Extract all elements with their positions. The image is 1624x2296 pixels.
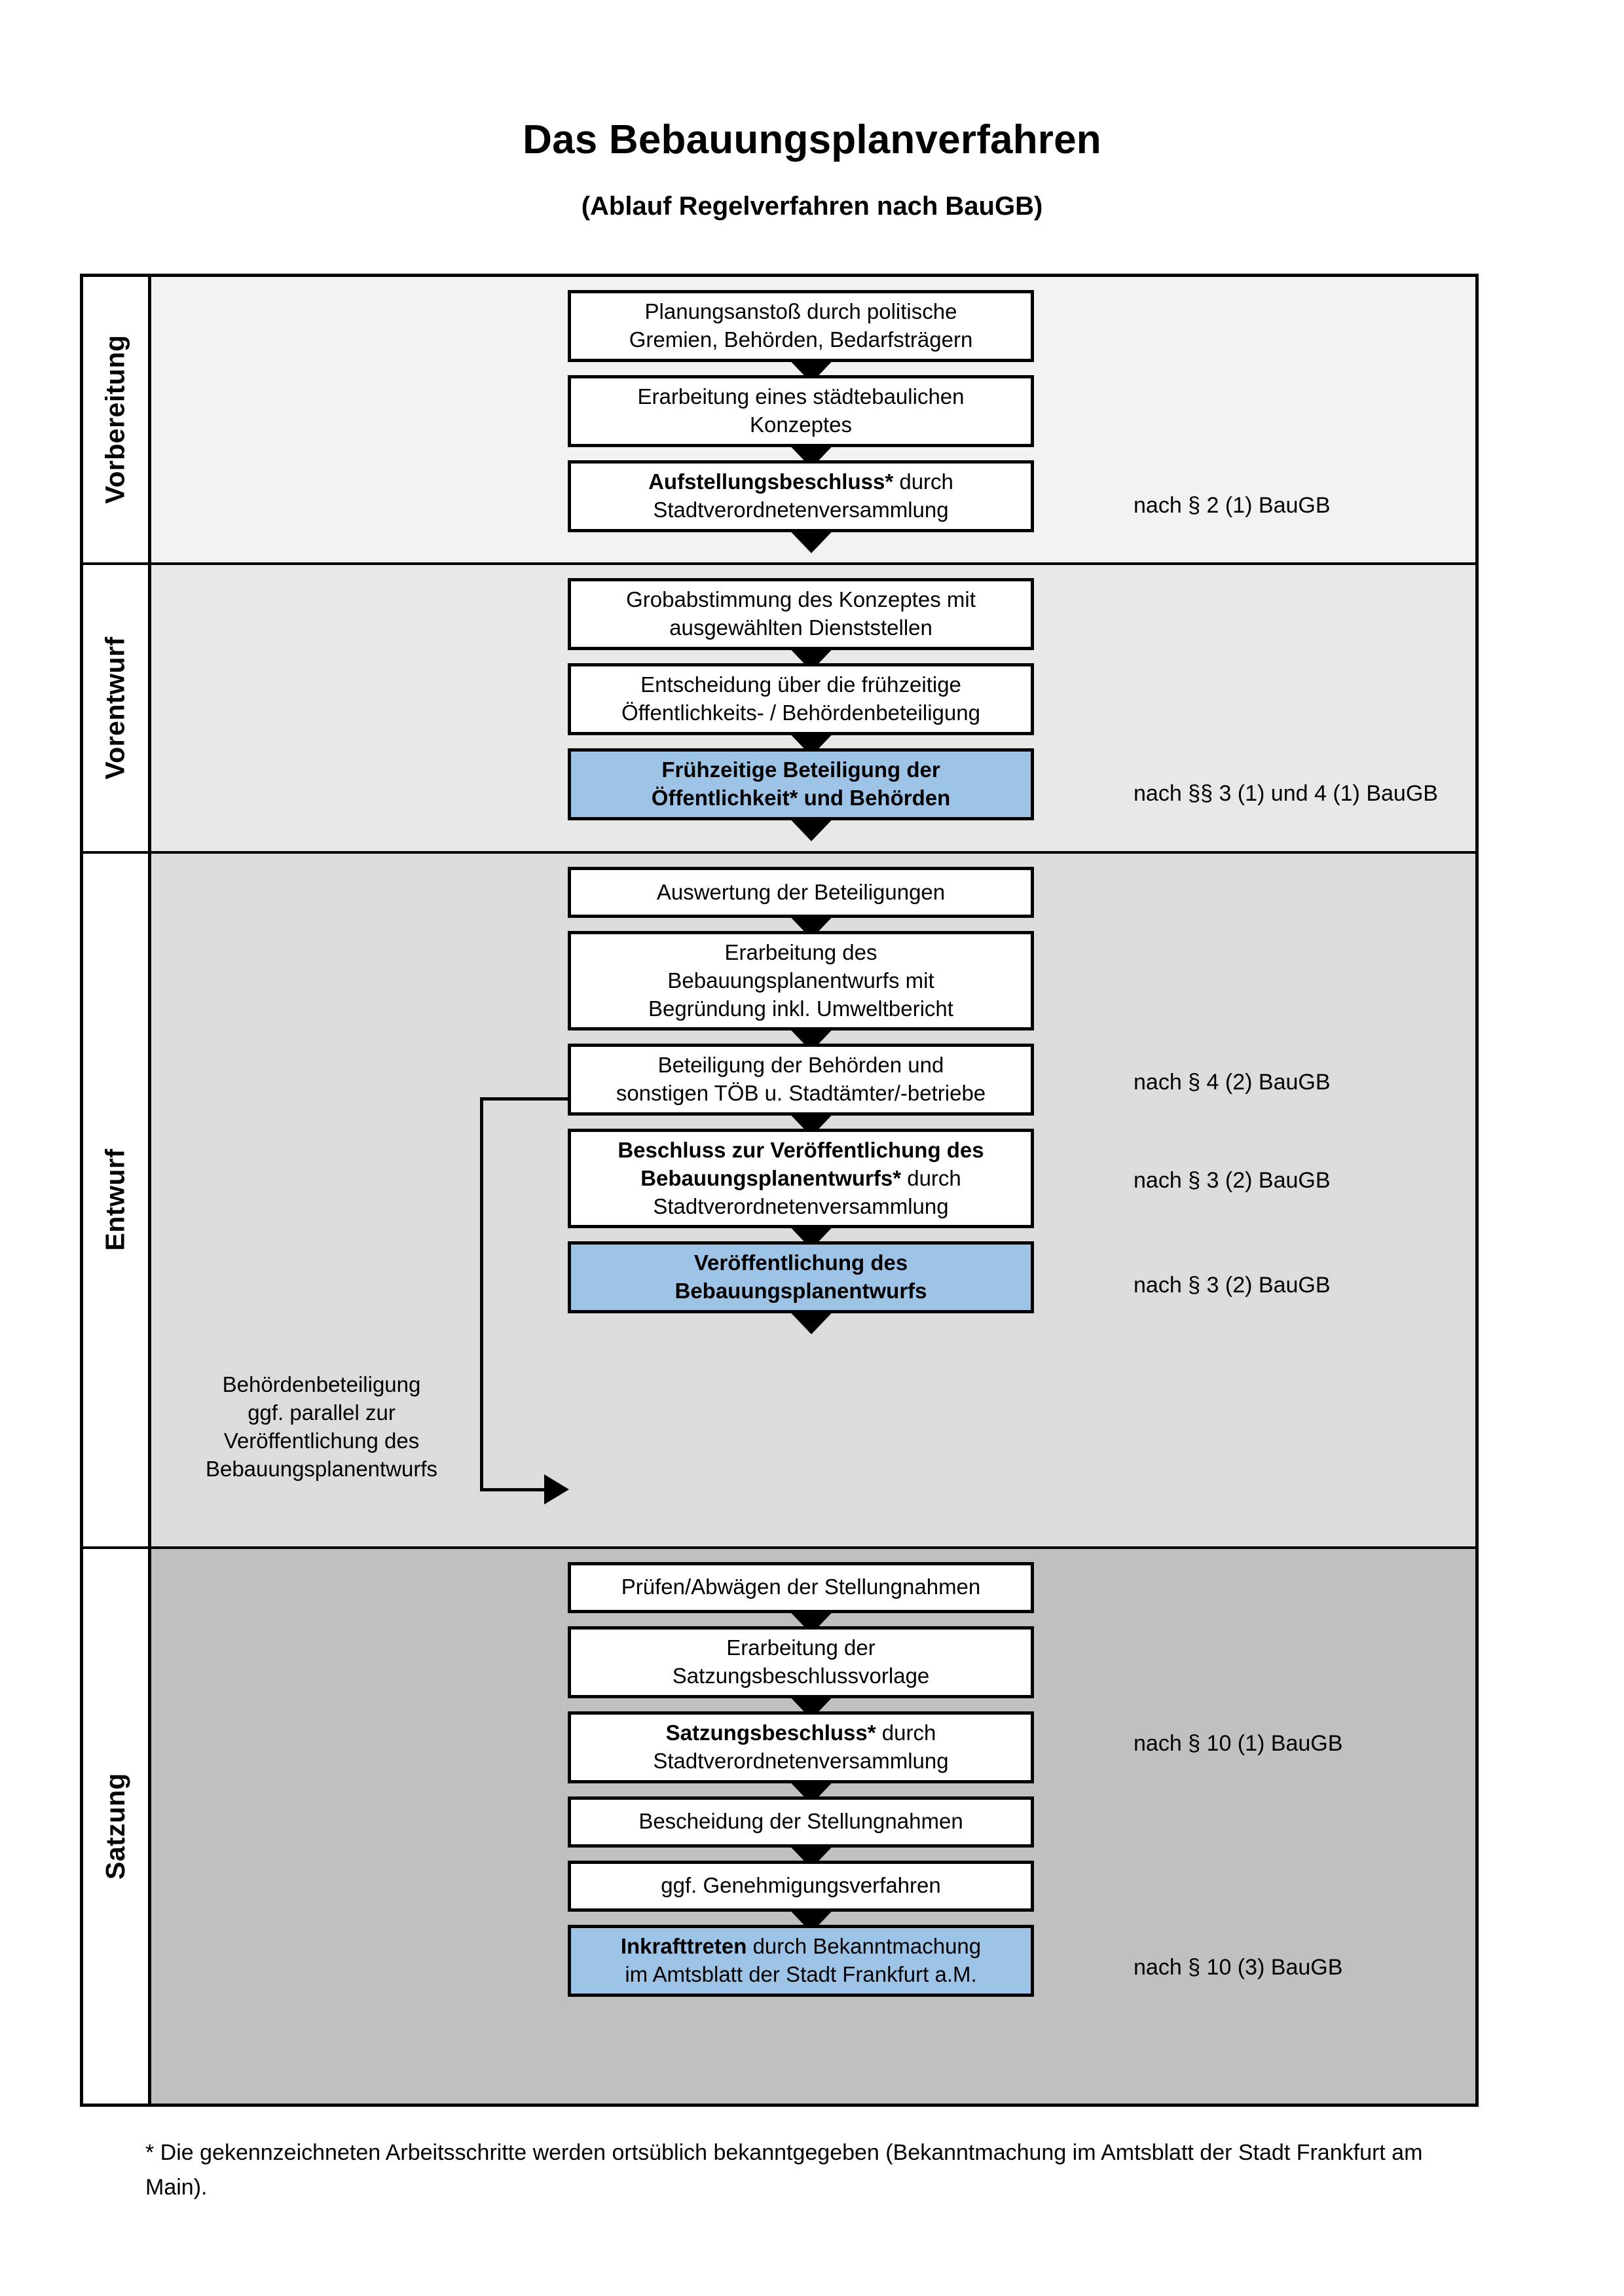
title-block: Das Bebauungsplanverfahren (Ablauf Regel… [0, 117, 1624, 221]
parallel-connector-line [480, 1488, 548, 1492]
node-line: Beteiligung der Behörden und [657, 1053, 944, 1078]
parallel-connector-line [480, 1097, 483, 1492]
process-flow-diagram: Vorbereitung Planungsanstoß durch politi… [80, 274, 1479, 2107]
legal-reference: nach § 3 (2) BauGB [1134, 1168, 1331, 1194]
node-line-bold: Veröffentlichung des [693, 1250, 908, 1275]
node-line-bold: Öffentlichkeit* und Behörden [651, 785, 951, 810]
node-line-bold: Inkrafttreten [620, 1933, 747, 1958]
legal-reference: nach § 2 (1) BauGB [1134, 493, 1331, 518]
parallel-connector-arrow-icon [544, 1474, 569, 1505]
page-title: Das Bebauungsplanverfahren [523, 117, 1101, 162]
node-line: im Amtsblatt der Stadt Frankfurt a.M. [625, 1961, 977, 1986]
node-line-bold: Frühzeitige Beteiligung der [661, 757, 940, 782]
legal-reference: nach § 3 (2) BauGB [1134, 1273, 1331, 1298]
flow-node[interactable]: Grobabstimmung des Konzeptes mit ausgewä… [568, 577, 1034, 650]
flow-node[interactable]: Auswertung der Beteiligungen [568, 867, 1034, 919]
node-line: sonstigen TÖB u. Stadtämter/-betriebe [616, 1081, 986, 1106]
phase-body-entwurf: Behördenbeteiligung ggf. parallel zur Ve… [151, 854, 1475, 1546]
node-line: Prüfen/Abwägen der Stellungnahmen [621, 1575, 981, 1599]
node-line-bold: Aufstellungsbeschluss* [648, 469, 894, 494]
flow-node-highlighted[interactable]: Veröffentlichung des Bebauungsplanentwur… [568, 1241, 1034, 1314]
flow-node-highlighted[interactable]: Frühzeitige Beteiligung der Öffentlichke… [568, 748, 1034, 820]
node-line: Auswertung der Beteiligungen [656, 879, 946, 904]
note-line: Behördenbeteiligung [222, 1372, 421, 1397]
parallel-connector-line [480, 1097, 568, 1101]
node-line: Bescheidung der Stellungnahmen [638, 1809, 963, 1834]
node-line: Erarbeitung des [724, 940, 877, 965]
phase-label-text: Vorbereitung [100, 335, 130, 504]
node-line: Bebauungsplanentwurfs mit [667, 968, 934, 993]
node-line: Planungsanstoß durch politische [644, 299, 957, 324]
node-line: ausgewählten Dienststellen [669, 615, 932, 640]
legal-reference: nach § 4 (2) BauGB [1134, 1070, 1331, 1095]
flow-node[interactable]: Planungsanstoß durch politische Gremien,… [568, 290, 1034, 362]
flow-node[interactable]: Satzungsbeschluss* durch Stadtverordnete… [568, 1711, 1034, 1783]
phase-label-text: Entwurf [100, 1148, 130, 1252]
phase-label-text: Satzung [100, 1772, 130, 1880]
node-line-bold: Satzungsbeschluss* [665, 1720, 876, 1745]
footnote: * Die gekennzeichneten Arbeitsschritte w… [145, 2140, 1423, 2200]
legal-reference: nach §§ 3 (1) und 4 (1) BauGB [1134, 780, 1438, 806]
node-line: Gremien, Behörden, Bedarfsträgern [629, 327, 973, 352]
flow-node[interactable]: Erarbeitung eines städtebaulichen Konzep… [568, 375, 1034, 447]
legal-reference: nach § 10 (3) BauGB [1134, 1954, 1343, 1980]
node-line: Entscheidung über die frühzeitige [640, 672, 961, 697]
node-line: Begründung inkl. Umweltbericht [648, 996, 953, 1021]
phase-body-vorbereitung: Planungsanstoß durch politische Gremien,… [151, 277, 1475, 562]
node-line-bold: Beschluss zur Veröffentlichung des [618, 1138, 984, 1163]
node-line: durch Bekanntmachung [747, 1933, 982, 1958]
flow-node[interactable]: Erarbeitung des Bebauungsplanentwurfs mi… [568, 931, 1034, 1031]
flow-node[interactable]: Bescheidung der Stellungnahmen [568, 1796, 1034, 1848]
node-line: ggf. Genehmigungsverfahren [661, 1873, 941, 1898]
node-line: Stadtverordnetenversammlung [653, 498, 949, 522]
phase-satzung: Satzung Prüfen/Abwägen der Stellungnahme… [83, 1548, 1475, 2104]
phase-vorentwurf: Vorentwurf Grobabstimmung des Konzeptes … [83, 564, 1475, 854]
node-line: durch [901, 1165, 961, 1190]
node-line: Öffentlichkeits- / Behördenbeteiligung [621, 700, 980, 725]
flow-node[interactable]: Entscheidung über die frühzeitige Öffent… [568, 663, 1034, 735]
legal-reference: nach § 10 (1) BauGB [1134, 1730, 1343, 1756]
node-line: Erarbeitung eines städtebaulichen [637, 384, 965, 409]
phase-body-satzung: Prüfen/Abwägen der Stellungnahmen Erarbe… [151, 1548, 1475, 2104]
phase-vorbereitung: Vorbereitung Planungsanstoß durch politi… [83, 277, 1475, 565]
node-line-bold: Bebauungsplanentwurfs* [640, 1165, 902, 1190]
phase-label-text: Vorentwurf [100, 636, 131, 780]
note-line: Bebauungsplanentwurfs [205, 1457, 438, 1482]
node-line: Stadtverordnetenversammlung [653, 1748, 949, 1773]
flow-node[interactable]: Prüfen/Abwägen der Stellungnahmen [568, 1561, 1034, 1613]
phase-label-satzung: Satzung [83, 1548, 151, 2104]
flow-node[interactable]: Erarbeitung der Satzungsbeschlussvorlage [568, 1626, 1034, 1698]
flow-node-highlighted[interactable]: Inkrafttreten durch Bekanntmachung im Am… [568, 1924, 1034, 1997]
node-line: Erarbeitung der [726, 1635, 876, 1660]
phase-label-entwurf: Entwurf [83, 854, 151, 1546]
phase-body-vorentwurf: Grobabstimmung des Konzeptes mit ausgewä… [151, 564, 1475, 852]
parallel-process-note: Behördenbeteiligung ggf. parallel zur Ve… [164, 1371, 479, 1484]
flow-node[interactable]: Beteiligung der Behörden und sonstigen T… [568, 1044, 1034, 1116]
note-line: ggf. parallel zur [248, 1400, 396, 1425]
node-line: durch [893, 469, 953, 494]
phase-entwurf: Entwurf Behördenbeteiligung ggf. paralle… [83, 854, 1475, 1549]
note-line: Veröffentlichung des [223, 1429, 420, 1453]
page-subtitle: (Ablauf Regelverfahren nach BauGB) [581, 192, 1043, 221]
phase-label-vorbereitung: Vorbereitung [83, 277, 151, 562]
phase-label-vorentwurf: Vorentwurf [83, 564, 151, 852]
node-line: Satzungsbeschlussvorlage [672, 1663, 930, 1688]
node-line: Konzeptes [750, 412, 852, 437]
flow-node[interactable]: Aufstellungsbeschluss* durch Stadtverord… [568, 460, 1034, 532]
flow-node[interactable]: ggf. Genehmigungsverfahren [568, 1860, 1034, 1912]
node-line: Grobabstimmung des Konzeptes mit [626, 587, 976, 611]
node-line: Stadtverordnetenversammlung [653, 1194, 949, 1218]
node-line-bold: Bebauungsplanentwurfs [674, 1279, 927, 1303]
node-line: durch [876, 1720, 936, 1745]
flow-node[interactable]: Beschluss zur Veröffentlichung des Bebau… [568, 1129, 1034, 1229]
